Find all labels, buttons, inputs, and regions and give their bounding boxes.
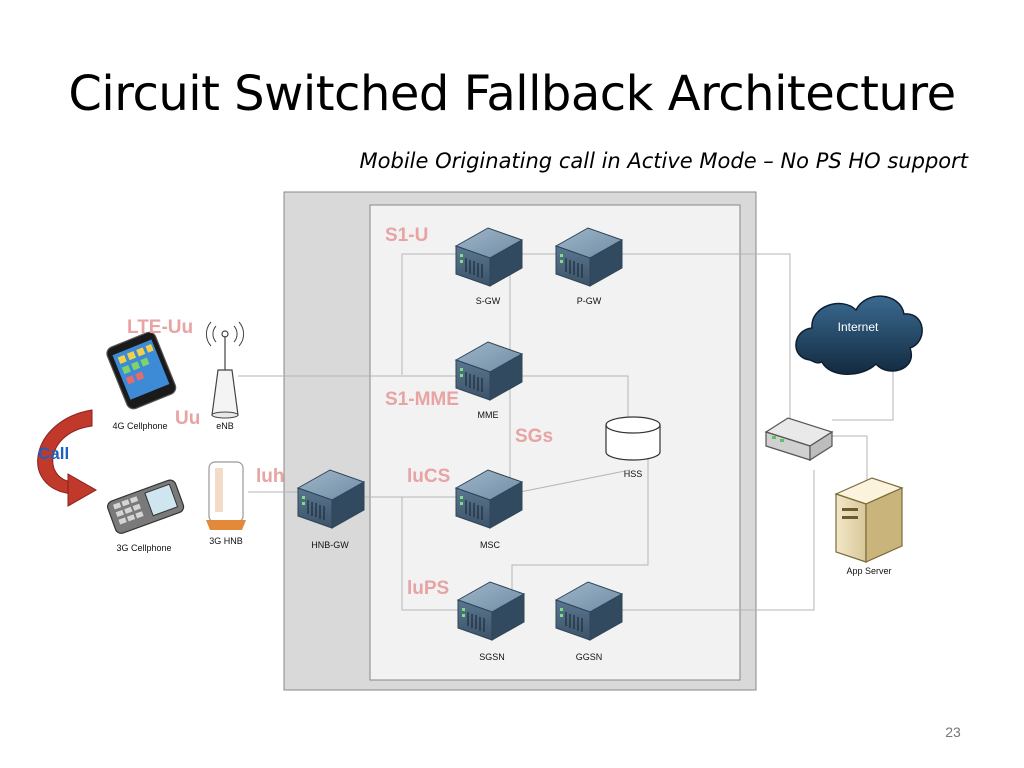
link-iups bbox=[401, 497, 460, 611]
sgsn-label: SGSN bbox=[479, 652, 505, 662]
link-sgs bbox=[519, 469, 631, 493]
link-router-appserver bbox=[832, 435, 868, 480]
interface-s1u: S1-U bbox=[385, 225, 429, 246]
connection-lines bbox=[238, 253, 894, 611]
interface-uu: Uu bbox=[175, 408, 201, 429]
slide-subtitle: Mobile Originating call in Active Mode –… bbox=[359, 149, 968, 173]
app-server-icon bbox=[834, 477, 904, 563]
interface-iuh: luh bbox=[256, 466, 285, 487]
smartphone-icon bbox=[106, 331, 177, 410]
router-icon bbox=[764, 417, 834, 462]
hss-label: HSS bbox=[623, 469, 643, 479]
link-ggsn-server bbox=[622, 470, 815, 611]
call-label: Call bbox=[38, 444, 70, 463]
phone3g-label: 3G Cellphone bbox=[116, 543, 172, 553]
link-hss-sgsn bbox=[511, 450, 649, 600]
mme-label: MME bbox=[477, 410, 499, 420]
hss-database-icon bbox=[605, 416, 661, 461]
hnbgw-label: HNB-GW bbox=[311, 540, 349, 550]
page-number: 23 bbox=[945, 724, 961, 740]
ggsn-label: GGSN bbox=[575, 652, 603, 662]
msc-label: MSC bbox=[480, 540, 500, 550]
interface-s1mme: S1-MME bbox=[385, 389, 459, 410]
internet-label: Internet bbox=[837, 320, 879, 334]
cloud-icon bbox=[795, 295, 923, 375]
hnb-label: 3G HNB bbox=[209, 536, 243, 546]
pgw-label: P-GW bbox=[576, 296, 602, 306]
interface-iups: luPS bbox=[407, 578, 450, 599]
enb-label: eNB bbox=[216, 421, 234, 431]
slide-title: Circuit Switched Fallback Architecture bbox=[68, 66, 956, 122]
link-s1mme bbox=[238, 375, 629, 420]
link-router-internet bbox=[832, 355, 894, 421]
phone4g-label: 4G Cellphone bbox=[112, 421, 168, 431]
hnb-device-icon bbox=[206, 461, 246, 530]
call-arrow-icon bbox=[37, 409, 98, 507]
interface-sgs: SGs bbox=[515, 426, 554, 447]
sgw-label: S-GW bbox=[475, 296, 501, 306]
feature-phone-icon bbox=[107, 479, 185, 534]
appserver-label: App Server bbox=[846, 566, 892, 576]
enb-antenna-icon bbox=[205, 321, 245, 419]
interface-lteuu: LTE-Uu bbox=[127, 317, 194, 338]
core-network-inner-box bbox=[369, 204, 741, 681]
interface-iucs: luCS bbox=[407, 466, 451, 487]
